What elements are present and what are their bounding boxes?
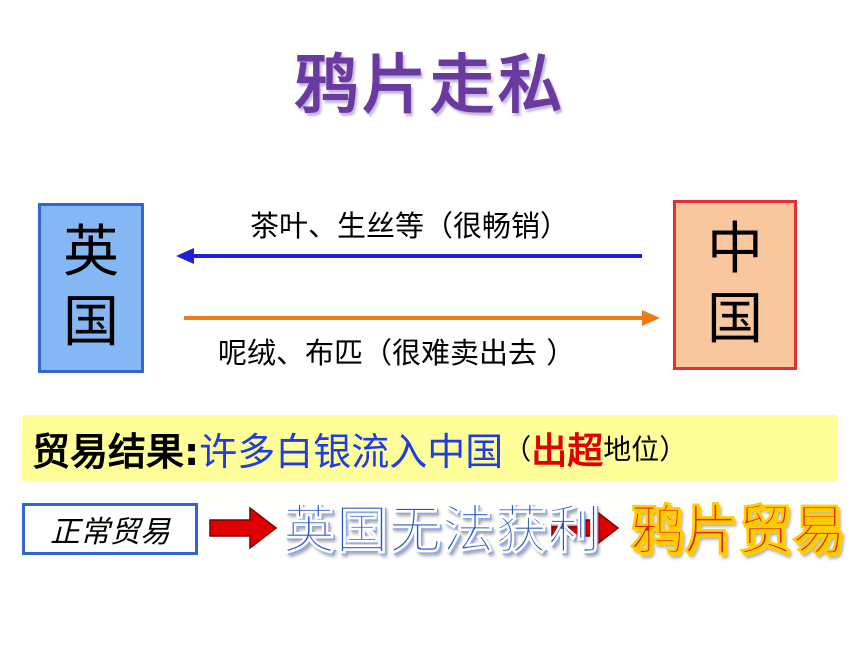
red-arrow-1 [209, 506, 278, 550]
orange-arrow-to-china [184, 310, 660, 326]
result-surplus: 出超 [531, 431, 604, 472]
no-profit-text: 英国无法获利 [282, 501, 602, 562]
slide-title: 鸦片走私 [294, 49, 566, 123]
china-label-line2: 国 [707, 287, 763, 352]
result-position: 地位） [603, 433, 688, 466]
britain-label-line2: 国 [63, 290, 119, 355]
china-exports-label: 茶叶、生丝等（很畅销） [250, 209, 570, 243]
red-arrow-2 [551, 506, 620, 550]
china-label-line1: 中 [707, 217, 763, 282]
britain-exports-label: 呢绒、布匹（很难卖出去 ） [218, 336, 576, 370]
result-value: 许多白银流入中国 [199, 429, 504, 474]
result-paren-open: （ [503, 433, 532, 466]
blue-arrow-to-britain [176, 248, 642, 264]
trade-result-banner: 贸易结果: 许多白银流入中国 （ 出超 地位） [22, 415, 837, 481]
china-box: 中 国 [673, 200, 797, 370]
normal-trade-box: 正常贸易 [22, 503, 198, 555]
result-label: 贸易结果: [32, 429, 200, 474]
britain-label-line1: 英 [63, 220, 119, 285]
britain-box: 英 国 [38, 203, 144, 373]
opium-trade-text: 鸦片贸易 [630, 499, 847, 563]
